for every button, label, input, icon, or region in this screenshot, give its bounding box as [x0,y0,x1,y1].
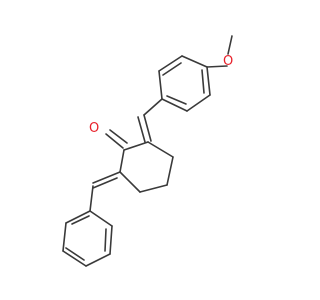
bond-ring1-inner-b [166,95,187,105]
bond-ring1-e [186,94,211,112]
bond-c2-c1 [123,141,149,151]
atom-labels: O O [89,54,233,136]
structure-canvas: O O [62,35,233,267]
bond-c5-c4 [139,184,168,193]
bond-c3-c2 [147,141,174,158]
methoxy-oxygen-label: O [223,54,233,69]
bond-ring2-inner-c [71,215,90,225]
bond-ring2-a [89,210,113,227]
bond-ring2-e [62,222,67,252]
bond-ring2-inner-b [65,247,85,261]
bond-exo1-outer [143,114,152,142]
bond-ring2-b [109,225,113,255]
bond-methyl-o [227,35,233,55]
bond-ring1-ch [143,98,163,116]
bond-c1-c6 [119,149,125,173]
bond-ch-ring2 [89,185,94,212]
bond-ring1-inner-c [201,69,205,94]
bond-carbonyl-a [105,133,124,149]
bond-ring1-a [181,55,208,68]
bond-ring1-d [161,98,188,112]
carbonyl-oxygen-label: O [89,121,99,136]
bond-exo2-inner [92,177,118,189]
bond-ring2-inner-a [104,228,107,252]
bond-ring2-f [65,210,91,224]
bond-carbonyl-b [109,129,128,144]
molecule-diagram: O O [62,35,233,267]
bond-ring2-c [85,253,111,267]
bond-o-aryl [206,65,228,68]
bond-ring2-d [62,250,87,267]
bond-ring1-b [158,55,183,72]
bond-exo1-inner [137,116,146,143]
bond-exo2-outer [92,171,121,184]
bond-c4-c3 [166,156,174,186]
bond-ring1-c [158,70,163,100]
bond-ring1-f [206,66,211,96]
bond-c6-c5 [119,171,141,193]
bond-ring1-inner-a [162,62,182,76]
bonds [62,35,233,267]
